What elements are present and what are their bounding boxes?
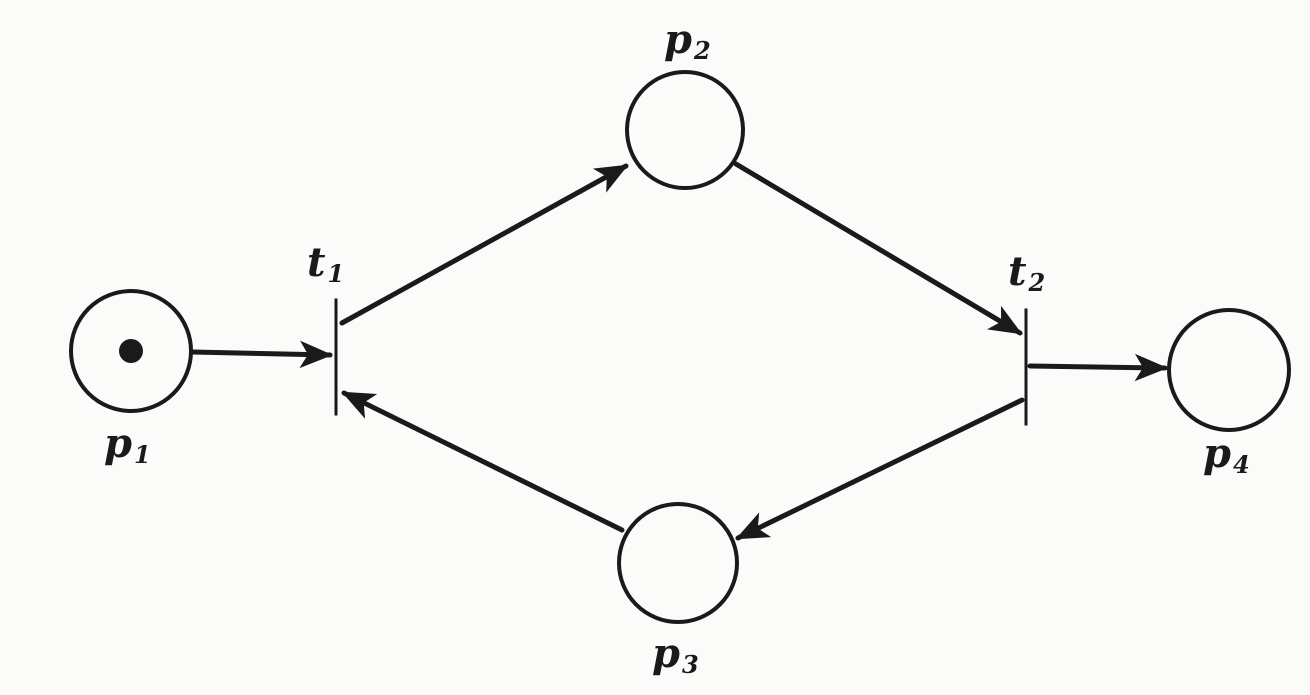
place-p2-circle[interactable] — [625, 70, 745, 190]
place-p3-label: p3 — [652, 630, 699, 679]
arc-t2-p3 — [735, 397, 1025, 541]
arcs — [189, 161, 1168, 541]
token-dot — [119, 339, 143, 363]
place-p1-circle[interactable] — [69, 289, 193, 413]
arc-p3-t1 — [341, 390, 625, 533]
arc-p1-t1 — [189, 340, 333, 369]
arc-p2-t2 — [733, 161, 1023, 336]
place-p4-circle[interactable] — [1167, 308, 1291, 432]
transition-t2-label: t2 — [1008, 248, 1045, 297]
transition-t1-label: t1 — [307, 239, 344, 288]
place-p3-circle[interactable] — [617, 502, 739, 624]
arc-t1-p2 — [339, 163, 629, 326]
place-p2-label: p2 — [664, 16, 711, 65]
place-p1-label: p1 — [104, 420, 151, 469]
place-p4-label: p4 — [1203, 430, 1250, 479]
place-p1[interactable] — [69, 289, 193, 413]
arc-t2-p4 — [1027, 353, 1168, 382]
